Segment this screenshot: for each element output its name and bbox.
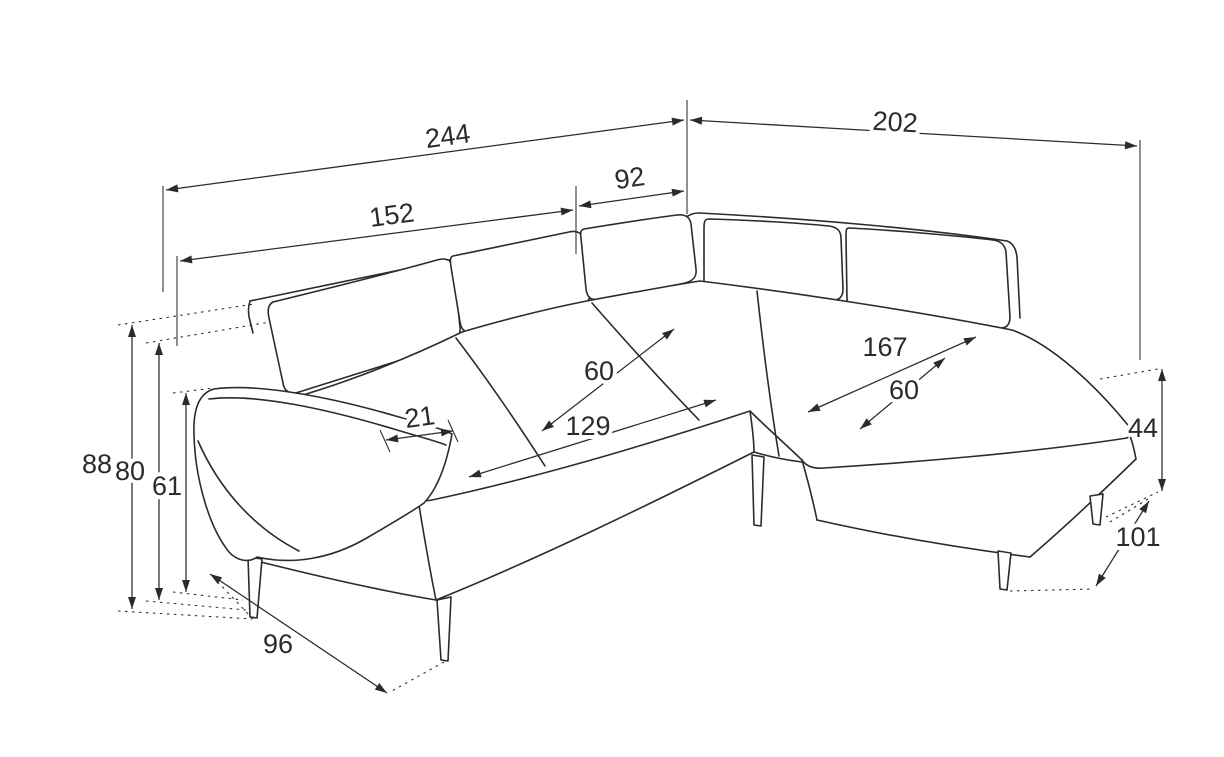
dim-label-arm-width: 21 [403, 400, 437, 434]
dim-line-129 [468, 399, 717, 478]
extension-line-dotted [211, 575, 254, 620]
extension-line-dotted [1009, 588, 1094, 592]
extension-line-dotted [1099, 368, 1159, 380]
extension-line-dotted [117, 303, 255, 326]
armrest-front-crease [197, 440, 300, 552]
dim-label-chaise-length: 167 [862, 332, 907, 362]
dim-line-101 [1095, 500, 1150, 587]
base-inner-corner-edge [749, 410, 755, 453]
dim-label-right-depth: 202 [872, 106, 919, 139]
dim-line-60-chaise [859, 357, 946, 430]
dim-label-back-height: 80 [115, 456, 145, 486]
dim-label-left-width: 152 [367, 197, 416, 233]
dim-line-92 [578, 188, 685, 209]
dim-label-seat-depth: 60 [584, 356, 614, 386]
back-frame-left-edge [247, 300, 254, 334]
dim-tick [447, 419, 459, 443]
back-frame-right-edge [1006, 240, 1021, 319]
dim-line-202 [689, 116, 1138, 150]
chaise-right-bottom-edge [1029, 458, 1137, 558]
sofa-line-drawing [193, 212, 1137, 662]
extension-line-dotted [145, 600, 247, 611]
sofa-leg [997, 550, 1012, 591]
back-frame-corner [687, 212, 700, 217]
extension-line-dotted [389, 661, 445, 693]
dim-label-arm-height: 61 [152, 471, 182, 501]
dimension-annotations: 244 202 92 152 88 80 61 44 101 96 21 60 … [78, 100, 1166, 694]
sofa-leg [247, 556, 263, 619]
sofa-leg [436, 596, 452, 662]
extension-line-dotted [172, 591, 244, 601]
sofa-leg [1089, 493, 1104, 526]
back-frame-right-top [698, 212, 1008, 242]
dim-line-21 [385, 428, 454, 443]
base-front-corner-edge [416, 492, 437, 601]
dim-label-chaise-height: 44 [1128, 413, 1158, 443]
dim-tick [379, 429, 391, 453]
dim-line-152 [179, 207, 574, 264]
dim-line-96 [209, 573, 388, 694]
base-left-bottom-edge [240, 556, 437, 601]
dim-line-244 [165, 117, 685, 193]
dim-label-chaise-seat-width: 60 [889, 375, 919, 405]
extension-line-dotted [1109, 498, 1149, 523]
dim-label-total-height: 88 [82, 449, 112, 479]
dim-label-seat-width: 129 [565, 411, 610, 441]
chaise-right-edge [1126, 427, 1137, 460]
dim-label-chaise-depth: 101 [1115, 522, 1160, 552]
extension-line-dotted [145, 321, 271, 344]
base-inner-bottom-edge [753, 451, 803, 463]
dim-label-corner-width: 92 [613, 161, 647, 195]
dim-label-base-depth: 96 [263, 629, 293, 659]
extension-line-dotted [1105, 491, 1159, 518]
chaise-corner-seam [756, 290, 780, 457]
dim-label-overall-width: 244 [423, 118, 472, 154]
extension-line-dotted [117, 610, 253, 620]
sofa-leg [751, 454, 765, 527]
chaise-front-left-edge [801, 459, 818, 521]
